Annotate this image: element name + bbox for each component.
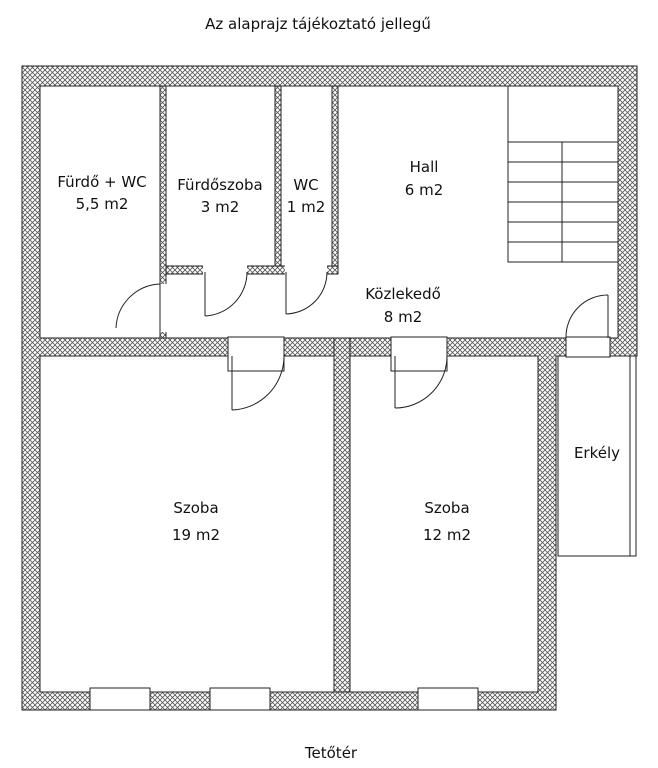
wall-bath-2	[274, 85, 282, 273]
window-1	[89, 687, 151, 711]
room-name-furdoszoba: Fürdőszoba	[177, 176, 263, 194]
room-name-szoba-1: Szoba	[173, 499, 218, 517]
window-3	[417, 687, 479, 711]
room-outline-furdo-wc	[39, 85, 161, 339]
wall-between-rooms	[333, 337, 351, 693]
room-area-furdo-wc: 5,5 m2	[76, 195, 129, 213]
room-name-kozlekedo: Közlekedő	[365, 285, 441, 303]
room-area-szoba-1: 19 m2	[172, 526, 220, 544]
staircase	[507, 85, 619, 263]
room-area-furdoszoba: 3 m2	[201, 198, 239, 216]
door-furdo-wc	[115, 283, 168, 332]
room-name-wc: WC	[293, 176, 318, 194]
room-name-erkely: Erkély	[574, 444, 620, 462]
room-name-szoba-2: Szoba	[424, 499, 469, 517]
room-name-furdo-wc: Fürdő + WC	[57, 173, 146, 191]
room-name-hall: Hall	[410, 158, 439, 176]
room-area-kozlekedo: 8 m2	[384, 308, 422, 326]
room-area-wc: 1 m2	[287, 198, 325, 216]
door-wc	[285, 264, 328, 315]
room-area-szoba-2: 12 m2	[423, 526, 471, 544]
room-outline-szoba-1	[39, 355, 335, 693]
wall-wc-hall	[331, 85, 339, 273]
door-balcony	[565, 294, 611, 358]
door-szoba-1	[227, 336, 285, 411]
door-szoba-2	[390, 336, 448, 409]
window-2	[209, 687, 271, 711]
plan-title: Az alaprajz tájékoztató jellegű	[205, 15, 431, 33]
room-area-hall: 6 m2	[405, 181, 443, 199]
floor-label: Tetőtér	[304, 744, 358, 762]
door-furdoszoba	[203, 264, 248, 317]
